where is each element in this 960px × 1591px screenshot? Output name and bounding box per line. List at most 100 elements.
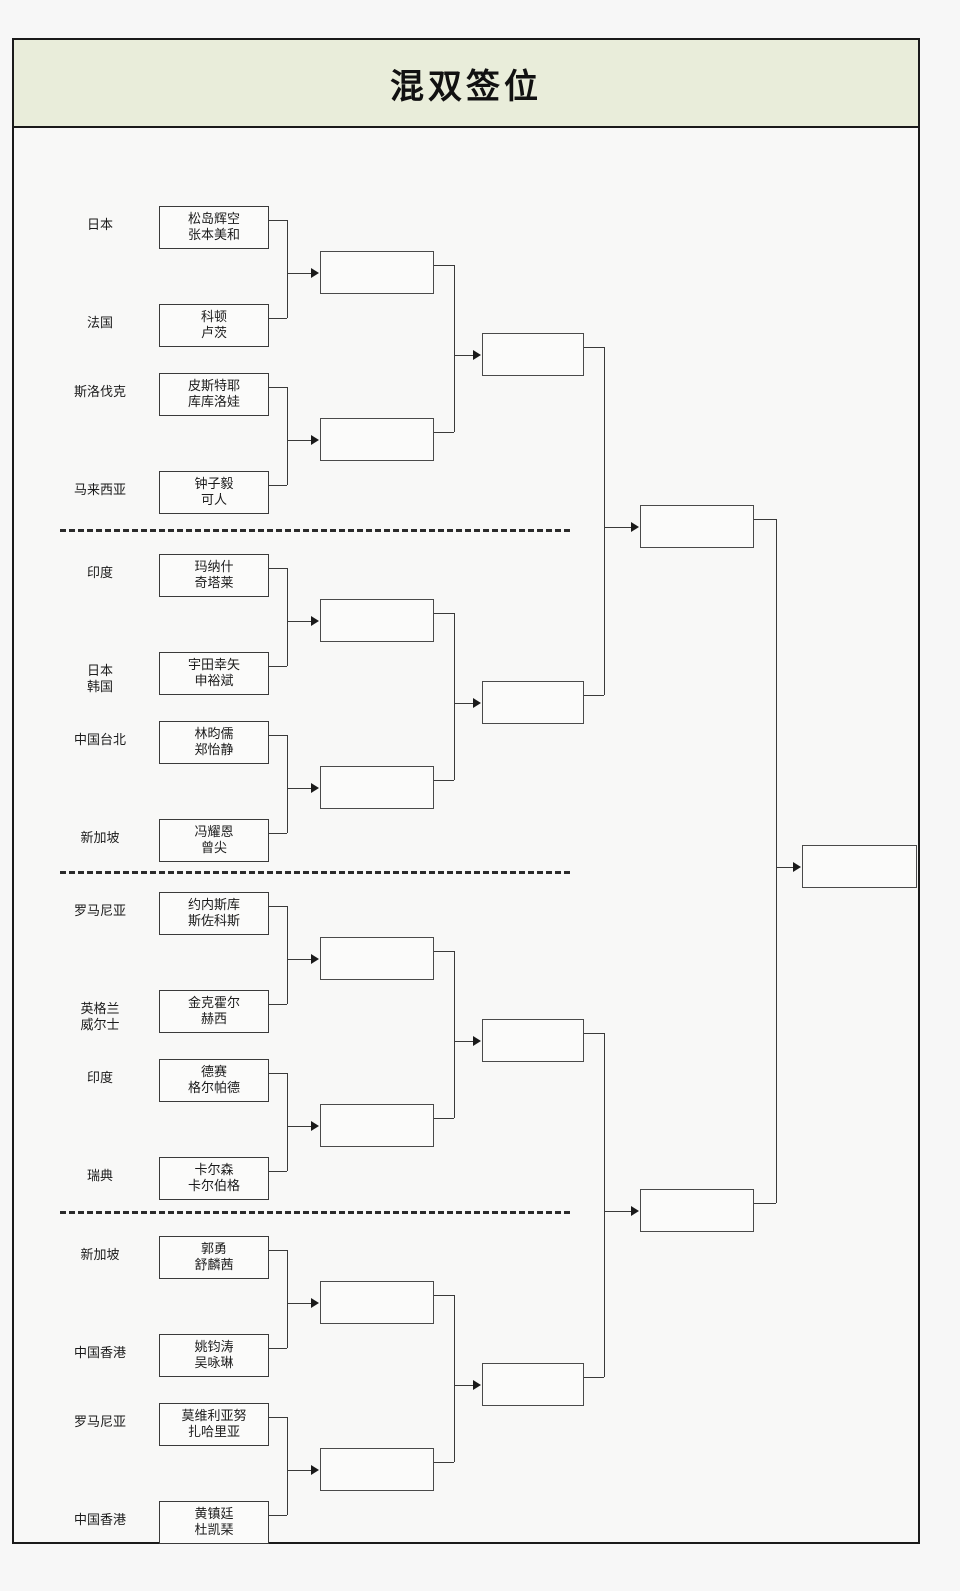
connector-line	[269, 1003, 287, 1005]
team-box[interactable]: 皮斯特耶库库洛娃	[159, 373, 269, 416]
connector-line	[604, 1210, 632, 1212]
advance-slot-round3[interactable]	[482, 681, 584, 724]
team-box[interactable]: 莫维利亚努扎哈里亚	[159, 1403, 269, 1446]
connector-line	[287, 787, 312, 789]
advance-slot-round4[interactable]	[640, 505, 754, 548]
connector-line	[269, 905, 287, 907]
player-name: 曾尖	[200, 840, 227, 856]
connector-line	[287, 1469, 312, 1471]
connector-arrow	[311, 434, 319, 445]
player-name: 可人	[200, 492, 227, 508]
team-box[interactable]: 郭勇舒麟茜	[159, 1236, 269, 1279]
connector-line	[269, 1249, 287, 1251]
country-line: 日本	[86, 218, 113, 233]
connector-line	[269, 484, 287, 486]
section-separator	[60, 529, 570, 532]
player-name: 库库洛娃	[187, 394, 240, 410]
connector-line	[434, 1294, 454, 1296]
connector-line	[434, 1117, 454, 1119]
country-line: 罗马尼亚	[73, 904, 126, 919]
country-label: 日本韩国	[52, 664, 148, 697]
team-box[interactable]: 德赛格尔帕德	[159, 1059, 269, 1102]
connector-arrow	[631, 1205, 639, 1216]
advance-slot-round3[interactable]	[482, 333, 584, 376]
player-name: 玛纳什	[194, 560, 234, 576]
country-line: 中国台北	[73, 733, 126, 748]
team-box[interactable]: 科顿卢茨	[159, 304, 269, 347]
advance-slot-round4[interactable]	[640, 1189, 754, 1232]
player-name: 卢茨	[200, 325, 227, 341]
team-box[interactable]: 宇田幸矢申裕斌	[159, 652, 269, 695]
connector-line	[287, 386, 288, 485]
connector-line	[454, 612, 455, 780]
country-line: 法国	[86, 316, 113, 331]
connector-line	[584, 694, 604, 696]
player-name: 格尔帕德	[187, 1080, 240, 1096]
country-label: 英格兰威尔士	[52, 1002, 148, 1035]
advance-slot-round2[interactable]	[320, 1448, 434, 1491]
connector-line	[269, 1072, 287, 1074]
country-label: 印度	[52, 566, 148, 582]
connector-line	[434, 612, 454, 614]
player-name: 张本美和	[187, 227, 240, 243]
player-name: 奇塔莱	[194, 575, 234, 591]
team-box[interactable]: 玛纳什奇塔莱	[159, 554, 269, 597]
advance-slot-round2[interactable]	[320, 1281, 434, 1324]
connector-line	[287, 905, 288, 1004]
connector-arrow	[311, 1120, 319, 1131]
connector-line	[287, 958, 312, 960]
player-name: 科顿	[200, 310, 227, 326]
connector-arrow	[311, 953, 319, 964]
country-line: 中国香港	[73, 1346, 126, 1361]
connector-line	[269, 1416, 287, 1418]
advance-slot-round2[interactable]	[320, 766, 434, 809]
country-line: 马来西亚	[73, 483, 126, 498]
connector-arrow	[473, 349, 481, 360]
connector-line	[434, 950, 454, 952]
country-line: 新加坡	[80, 831, 120, 846]
advance-slot-round2[interactable]	[320, 599, 434, 642]
connector-line	[604, 526, 632, 528]
connector-line	[287, 272, 312, 274]
connector-line	[269, 734, 287, 736]
connector-line	[269, 1347, 287, 1349]
player-name: 斯佐科斯	[187, 913, 240, 929]
connector-line	[454, 1294, 455, 1462]
connector-line	[287, 734, 288, 833]
advance-slot-round2[interactable]	[320, 1104, 434, 1147]
connector-arrow	[473, 1035, 481, 1046]
advance-slot-round3[interactable]	[482, 1019, 584, 1062]
team-box[interactable]: 姚钧涛吴咏琳	[159, 1334, 269, 1377]
connector-line	[269, 567, 287, 569]
connector-arrow	[311, 1297, 319, 1308]
title-bar: 混双签位	[14, 40, 918, 128]
advance-slot-round2[interactable]	[320, 251, 434, 294]
connector-line	[269, 386, 287, 388]
player-name: 冯耀恩	[194, 825, 234, 841]
connector-line	[604, 346, 605, 695]
team-box[interactable]: 卡尔森卡尔伯格	[159, 1157, 269, 1200]
connector-line	[287, 567, 288, 666]
country-label: 斯洛伐克	[52, 385, 148, 401]
advance-slot-round3[interactable]	[482, 1363, 584, 1406]
player-name: 金克霍尔	[187, 996, 240, 1012]
team-box[interactable]: 钟子毅可人	[159, 471, 269, 514]
team-box[interactable]: 冯耀恩曾尖	[159, 819, 269, 862]
team-box[interactable]: 林昀儒郑怡静	[159, 721, 269, 764]
advance-slot-round2[interactable]	[320, 937, 434, 980]
advance-slot-final[interactable]	[802, 845, 917, 888]
advance-slot-round2[interactable]	[320, 418, 434, 461]
connector-line	[269, 1170, 287, 1172]
team-box[interactable]: 黄镇廷杜凯琹	[159, 1501, 269, 1544]
country-line: 罗马尼亚	[73, 1415, 126, 1430]
connector-line	[454, 1384, 474, 1386]
team-box[interactable]: 约内斯库斯佐科斯	[159, 892, 269, 935]
player-name: 皮斯特耶	[187, 379, 240, 395]
team-box[interactable]: 金克霍尔赫西	[159, 990, 269, 1033]
country-line: 瑞典	[86, 1169, 113, 1184]
connector-line	[287, 1249, 288, 1348]
connector-line	[434, 1461, 454, 1463]
player-name: 松岛辉空	[187, 212, 240, 228]
connector-arrow	[473, 697, 481, 708]
team-box[interactable]: 松岛辉空张本美和	[159, 206, 269, 249]
